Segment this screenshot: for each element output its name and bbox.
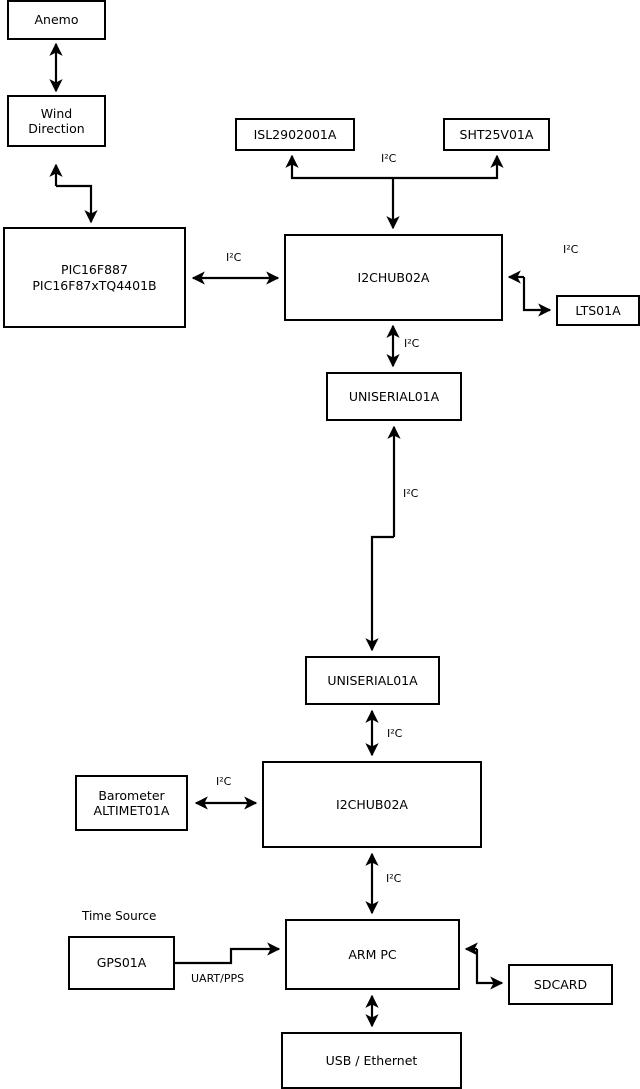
node-isl2902001a[interactable]: ISL2902001A (235, 118, 355, 151)
node-uniserial01a-top[interactable]: UNISERIAL01A (326, 372, 462, 421)
wire-uniserial-link-down (365, 535, 394, 652)
node-uniserial01a-top-label: UNISERIAL01A (348, 388, 440, 404)
node-barometer-altimet01a-label: Barometer ALTIMET01A (93, 787, 170, 818)
wire-wind-pic-step (56, 184, 98, 224)
node-lts01a-label: LTS01A (575, 302, 621, 318)
edge-label-i2c-bus-top: I²C (381, 152, 397, 165)
node-anemo-label: Anemo (34, 12, 79, 28)
node-wind-direction-label: Wind Direction (28, 105, 85, 136)
edge-label-i2c-hub-uniserial: I²C (404, 337, 420, 350)
edge-label-i2c-barometer-hub2: I²C (216, 775, 232, 788)
node-isl2902001a-label: ISL2902001A (253, 126, 337, 142)
wire-armpc-to-sdcard (475, 949, 504, 990)
node-sdcard[interactable]: SDCARD (508, 964, 613, 1005)
wire-gps-armpc (175, 942, 281, 965)
node-sht25v01a-label: SHT25V01A (459, 126, 534, 142)
edge-label-i2c-uniserial-link: I²C (403, 487, 419, 500)
edge-label-i2c-hub2-armpc: I²C (386, 872, 402, 885)
node-usb-ethernet[interactable]: USB / Ethernet (281, 1032, 462, 1089)
wire-hub-to-lts (522, 277, 552, 317)
node-arm-pc-label: ARM PC (348, 946, 397, 962)
node-gps01a-label: GPS01A (96, 955, 147, 971)
node-lts01a[interactable]: LTS01A (556, 295, 640, 326)
edge-label-uart-pps: UART/PPS (191, 972, 245, 985)
node-i2chub02a-bottom-label: I2CHUB02A (336, 796, 408, 812)
label-time-source: Time Source (82, 909, 157, 923)
edge-label-i2c-uniserial-hub2: I²C (387, 727, 403, 740)
node-i2chub02a-top[interactable]: I2CHUB02A (284, 234, 503, 321)
node-gps01a[interactable]: GPS01A (68, 936, 175, 990)
node-sht25v01a[interactable]: SHT25V01A (443, 118, 550, 151)
node-pic-mcu[interactable]: PIC16F887 PIC16F87xTQ4401B (3, 227, 186, 328)
node-sdcard-label: SDCARD (533, 976, 588, 992)
node-pic-mcu-label: PIC16F887 PIC16F87xTQ4401B (32, 262, 157, 293)
node-wind-direction[interactable]: Wind Direction (7, 95, 106, 147)
node-i2chub02a-top-label: I2CHUB02A (357, 269, 430, 285)
wire-bus-to-isl (285, 154, 393, 180)
node-i2chub02a-bottom[interactable]: I2CHUB02A (262, 761, 482, 848)
node-arm-pc[interactable]: ARM PC (285, 919, 460, 990)
wire-bus-to-sht (393, 154, 504, 180)
node-anemo[interactable]: Anemo (7, 0, 106, 40)
node-uniserial01a-bottom-label: UNISERIAL01A (327, 672, 418, 688)
node-usb-ethernet-label: USB / Ethernet (325, 1052, 418, 1068)
edge-label-i2c-hub-lts: I²C (563, 243, 579, 256)
node-uniserial01a-bottom[interactable]: UNISERIAL01A (305, 656, 440, 705)
edge-label-i2c-pic-hub: I²C (226, 251, 242, 264)
node-barometer-altimet01a[interactable]: Barometer ALTIMET01A (75, 775, 188, 831)
